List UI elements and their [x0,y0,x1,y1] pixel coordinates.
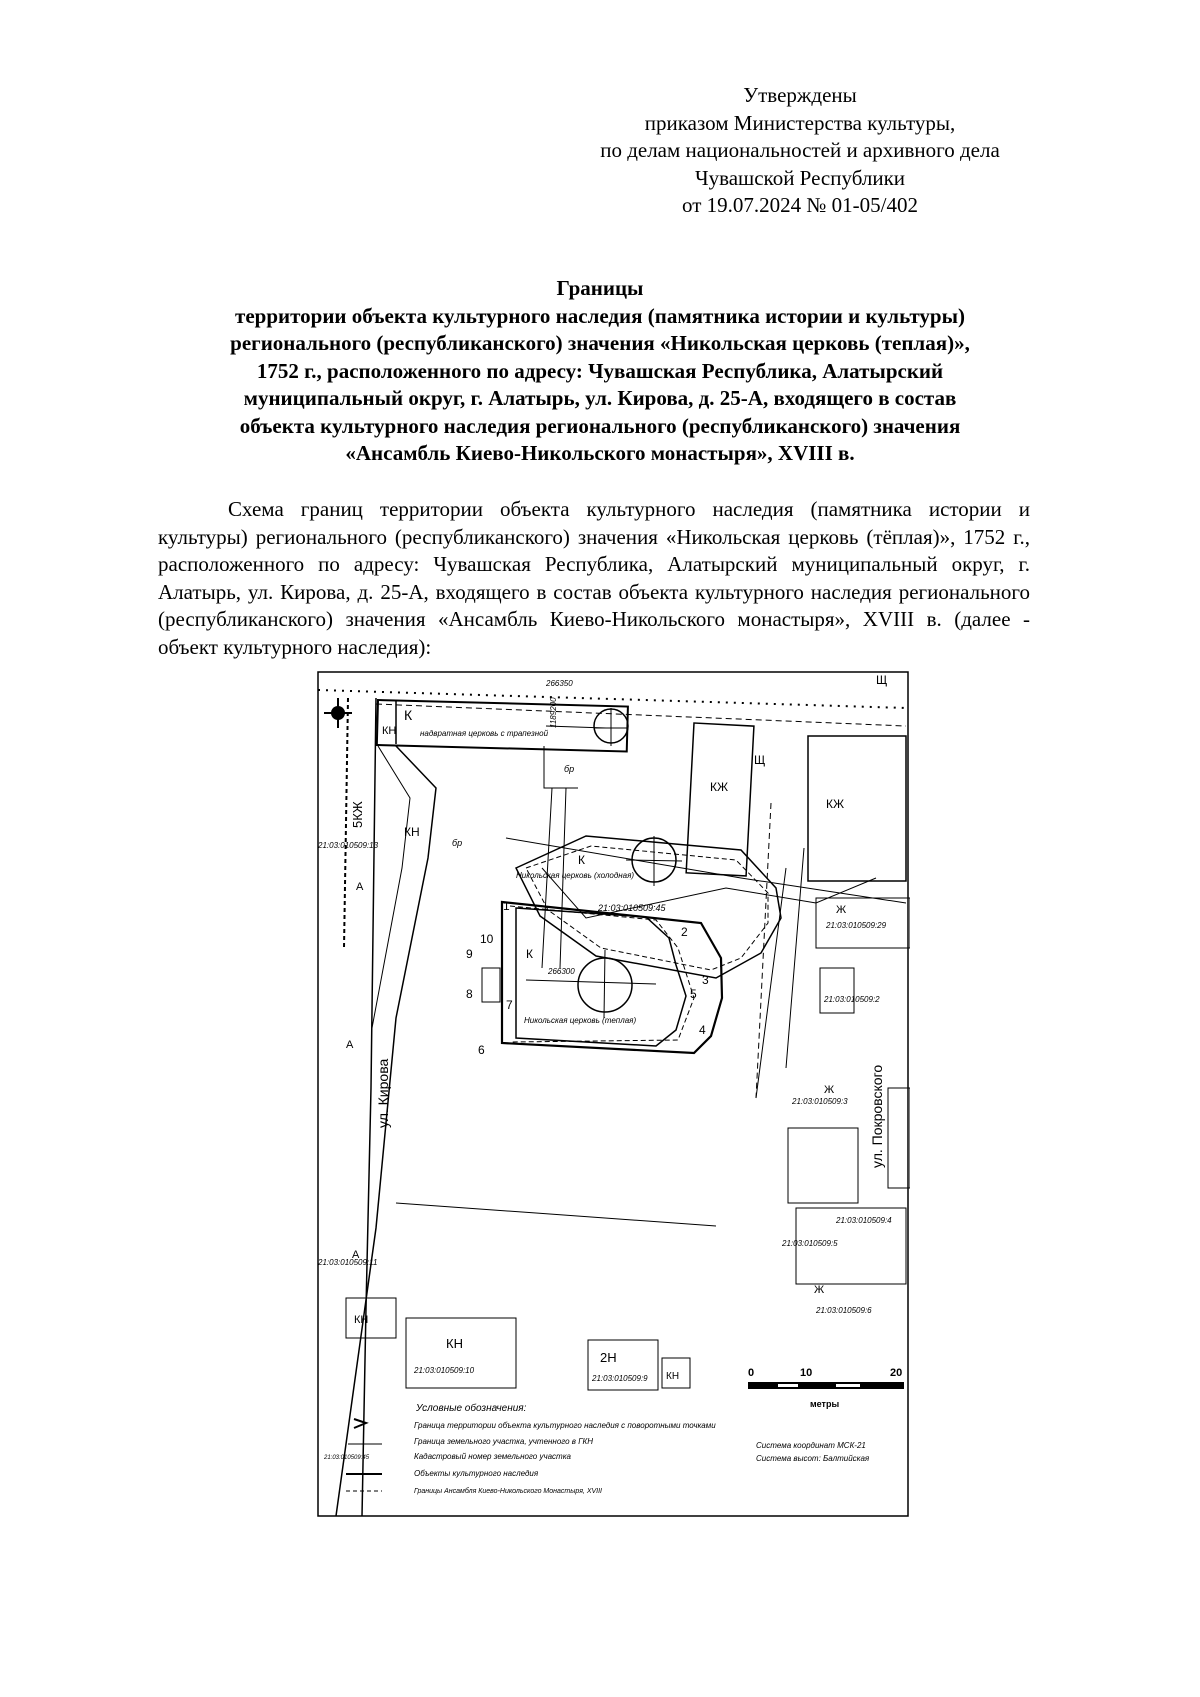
label-5kzh: 5КЖ [350,801,365,828]
label-a: А [352,1249,360,1261]
gate-church-building [375,698,629,753]
legend-item: Объекты культурного наследия [414,1469,539,1478]
parcel-label: 21:03:010509:5 [781,1239,838,1248]
parcel-label: 21:03:010509:29 [825,921,887,930]
label-cold-church: Никольская церковь (холодная) [516,871,634,880]
label-kzh: КЖ [826,797,844,811]
parcel-label: 21:03:010509:11 [317,1258,377,1267]
label-br: бр [564,764,574,774]
turning-point: 3 [702,973,709,987]
title-line: регионального (республиканского) значени… [230,331,970,355]
turning-point: 8 [466,987,473,1001]
boundary-map: К КН надвратная церковь с трапезной КЖ К… [316,668,910,1584]
parcel-label: 21:03:010509:4 [835,1216,892,1225]
legend-item: Границы Ансамбля Киево-Никольского Монас… [414,1487,602,1495]
turning-point: 9 [466,947,473,961]
legend-title: Условные обозначения: [415,1402,527,1414]
grid-label: 1189200 [549,697,558,728]
heritage-boundary [500,900,724,1055]
label-kn: КН [354,1314,368,1326]
map-drawing: К КН надвратная церковь с трапезной КЖ К… [317,671,910,1517]
label-zh: Ж [836,904,846,916]
turning-point: 6 [478,1043,485,1057]
grid-label: 266350 [545,679,573,688]
approval-line: Чувашской Республики [694,165,906,190]
legend-item: Кадастровый номер земельного участка [414,1452,571,1461]
label-2n: 2Н [600,1350,617,1365]
map-legend: Условные обозначения: Граница территории… [323,1402,870,1495]
scale-tick: 0 [748,1367,754,1379]
label-k: К [526,947,533,961]
parcel-label: 21:03:010509:10 [413,1366,475,1375]
label-br: бр [452,838,462,848]
parcel-label: 21:03:010509:3 [791,1097,848,1106]
approval-line: приказом Министерства культуры, [644,110,956,135]
approval-line: по делам национальностей и архивного дел… [600,138,1000,162]
document-title: Границы территории объекта культурного н… [140,275,1060,468]
boundary-symbol-icon [353,1418,369,1429]
label-kn: КН [382,725,396,737]
label-k: К [578,853,585,867]
label-sch: Щ [754,753,765,767]
label-zh: Ж [824,1084,834,1096]
parcel-label: 21:03:010509:2 [823,995,880,1004]
approval-line: Утверждены [743,83,857,107]
map-frame [317,671,909,1517]
label-kn: КН [446,1336,463,1351]
label-kn: КН [666,1371,679,1382]
turning-point: 10 [480,932,494,946]
title-line: муниципальный округ, г. Алатырь, ул. Кир… [243,386,957,410]
approval-block: Утверждены приказом Министерства культур… [560,82,1040,220]
coord-system: Система координат МСК-21 [756,1441,866,1450]
legend-item: Граница территории объекта культурного н… [414,1421,716,1430]
height-system: Система высот: Балтийская [756,1454,870,1463]
title-line: «Ансамбль Киево-Никольского монастыря», … [345,441,855,465]
legend-item: Граница земельного участка, учтенного в … [414,1437,593,1446]
scale-tick: 10 [800,1367,812,1379]
scale-tick: 20 [890,1367,902,1379]
label-sch: Щ [876,673,887,687]
scale-bar: 0 10 20 метры [748,1367,904,1409]
label-a: А [346,1039,354,1051]
compass-icon [324,698,352,728]
parcel-label: 21:03:010509:9 [591,1374,648,1383]
warm-church-outline [515,907,687,1047]
label-kzh: КЖ [710,780,728,794]
turning-point: 2 [681,925,688,939]
turning-point: 4 [699,1023,706,1037]
title-line: объекта культурного наследия регионально… [239,413,961,438]
label-a: А [356,881,364,893]
title-line: 1752 г., расположенного по адресу: Чуваш… [256,358,944,383]
parcel-label: 21:03:010509:13 [317,841,379,850]
title-line: Границы [556,276,644,300]
approval-line: от 19.07.2024 № 01-05/402 [681,193,918,217]
cold-church-outline [514,835,782,979]
parcel-label: 21:03:010509:6 [815,1306,872,1315]
description-paragraph: Схема границ территории объекта культурн… [158,497,1030,659]
street-pokrovskogo-label: ул. Покровского [869,1065,885,1168]
scale-unit: метры [810,1399,839,1409]
label-warm-church: Никольская церковь (теплая) [524,1016,636,1025]
title-line: территории объекта культурного наследия … [235,303,965,328]
label-zh: Ж [814,1284,824,1296]
label-kn: КН [404,825,420,839]
label-gate-church: надвратная церковь с трапезной [420,729,549,738]
turning-point: 5 [690,987,697,1001]
turning-point: 1 [503,899,510,913]
turning-points: 1 2 3 4 5 6 7 8 9 10 [466,899,709,1057]
label-k: К [404,707,413,723]
turning-point: 7 [506,998,513,1012]
legend-sample-number: 21:03:010509:45 [323,1455,370,1461]
grid-label: 266300 [547,967,575,976]
